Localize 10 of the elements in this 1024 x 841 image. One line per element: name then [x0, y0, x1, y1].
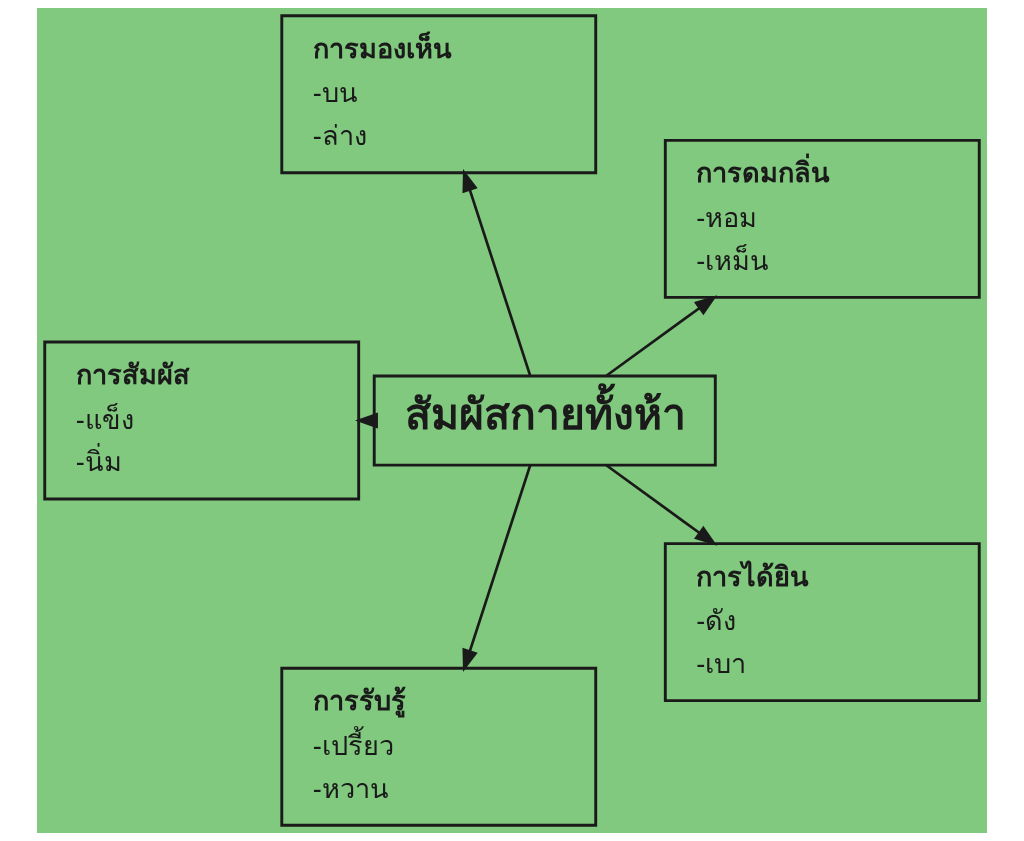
node-box: การมองเห็น -บน -ล่าง	[280, 14, 598, 175]
node-box: การดมกลิ่น -หอม -เหม็น	[663, 138, 981, 299]
arrow	[462, 464, 532, 673]
node-box: การรับรู้ -เปรี้ยว -หวาน	[280, 666, 598, 827]
node-box: การสัมผัส -แข็ง -นิ่ม	[43, 340, 361, 501]
arrow	[462, 168, 532, 377]
arrow	[605, 464, 718, 546]
arrow	[605, 295, 718, 377]
arrow	[355, 412, 378, 429]
node-box: การได้ยิน -ดัง -เบา	[663, 542, 981, 703]
